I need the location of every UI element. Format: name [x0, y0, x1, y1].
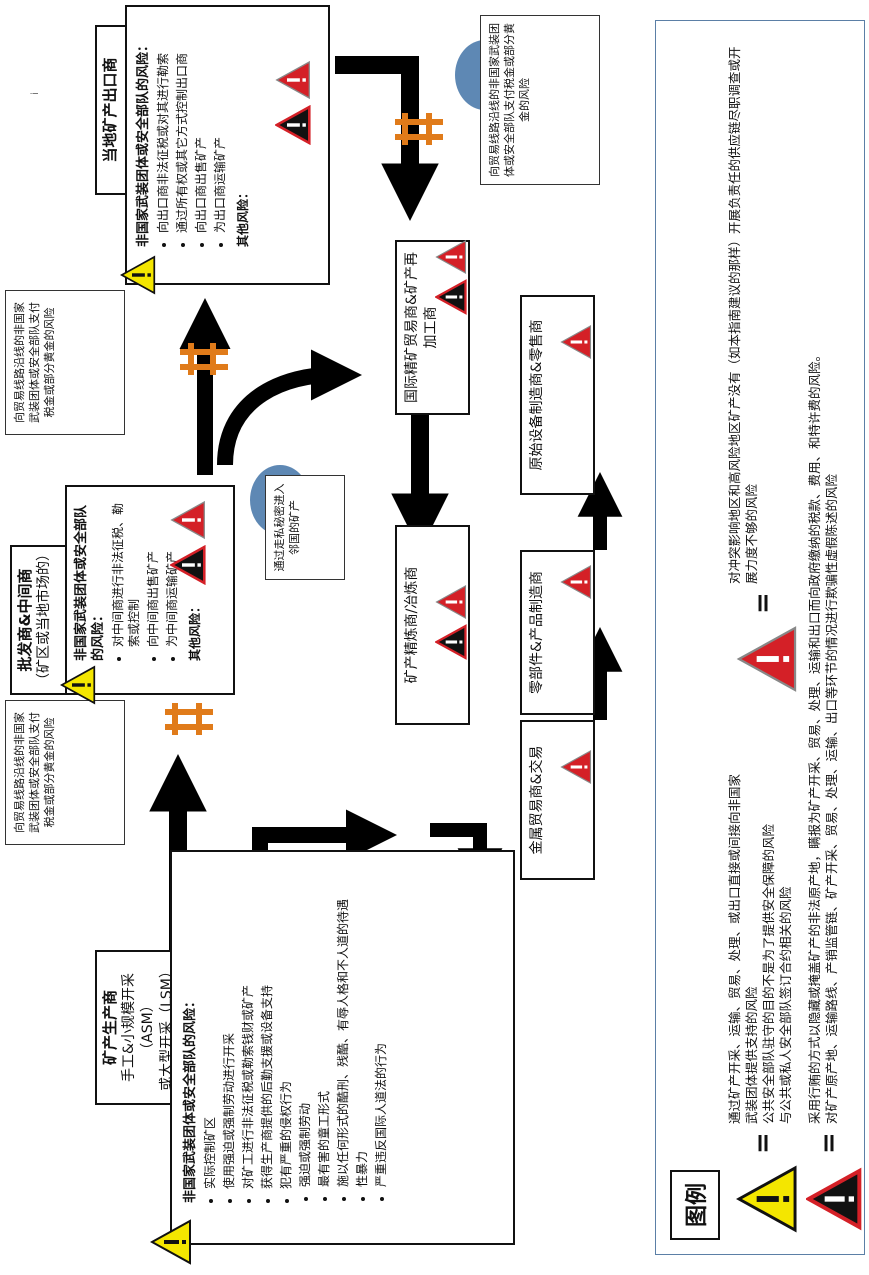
- producers-risk-header: 非国家武装团体或安全部队的风险：: [183, 994, 198, 1203]
- route-risk-callout-3: 向贸易线路沿线的非国家武装团体或安全部队支付税金或部分黄金的风险: [480, 15, 600, 185]
- legend-line: 对冲突影响地区和高风险地区矿产没有（如本指南建议的那样）开展负责任的供应链尽职调…: [727, 46, 759, 584]
- red-warning-icon: [560, 750, 592, 784]
- yellow-warning-icon: [120, 255, 156, 295]
- legend-equals: =: [748, 1132, 778, 1154]
- producers-title: 矿产生产商: [101, 990, 119, 1066]
- red-warning-icon: [736, 626, 797, 692]
- exporters-to-traders-arrow: [335, 56, 439, 221]
- yellow-warning-icon: [150, 1219, 191, 1265]
- abuse-item: 性暴力: [354, 862, 370, 1187]
- black-warning-icon: [435, 624, 467, 660]
- wholesalers-risk-box: 非国家武装团体或安全部队的风险： 对中间商进行非法征税、勒索或控制 向中间商出售…: [65, 485, 235, 695]
- yellow-warning-icon: [60, 665, 96, 705]
- risk-item: 获得生产商提供的后勤支援或设备支持: [259, 862, 275, 1189]
- black-warning-icon: [806, 1167, 862, 1231]
- smelters-label: 矿产精炼商/冶炼商: [404, 566, 420, 684]
- legend-equals: =: [748, 592, 778, 614]
- oem-label: 原始设备制造商&零售商: [529, 319, 545, 471]
- roadblock-icon: [395, 113, 443, 145]
- roadblock-icon: [180, 343, 228, 375]
- black-warning-icon: [435, 279, 467, 315]
- exporters-other-risk: 其他风险：: [236, 186, 250, 247]
- exporters-risk-list: 向出口商非法征税或对其进行勒索 通过所有权或其它方式控制出口商 向出口商出售矿产…: [155, 15, 228, 247]
- legend-yellow-text: 通过矿产开采、运输、贸易、处理、或出口直接或间接向非国家武装团体提供支持的风险 …: [726, 764, 794, 1124]
- abuse-item: 最有害的童工形式: [316, 862, 332, 1187]
- components-label: 零部件&产品制造商: [529, 571, 545, 694]
- risk-item: 对矿工进行非法征税或勒索钱财或矿产: [240, 862, 256, 1189]
- wholesalers-subtitle: （矿区或当地市场的）: [36, 547, 52, 687]
- red-warning-icon: [560, 325, 592, 359]
- black-warning-icon: [170, 545, 206, 585]
- risk-item: 向中间商出售矿产: [145, 493, 161, 647]
- risk-item: 实际控制矿区: [202, 862, 218, 1189]
- legend-line: 对矿产原产地、运输路线、产销监管链、矿产开采、贸易、处理、运输、出口等环节的情况…: [824, 473, 839, 1124]
- page-mark: i: [30, 92, 41, 95]
- abuse-item: 施以任何形式的酷刑、残酷、有辱人格和不人道的待遇: [335, 862, 351, 1187]
- exporters-risk-box: 非国家武装团体或安全部队的风险： 向出口商非法征税或对其进行勒索 通过所有权或其…: [125, 5, 330, 285]
- abuse-item: 严重违反国际人道法的行为: [373, 862, 389, 1187]
- red-warning-icon: [560, 565, 592, 599]
- route-risk-callout-1: 向贸易线路沿线的非国家武装团体或安全部队支付税金或部分黄金的风险: [5, 700, 125, 845]
- legend-line: 与公共或私人安全部队签订合约相关的风险: [778, 886, 793, 1124]
- red-warning-icon: [170, 500, 205, 540]
- risk-item: 为出口商运输矿产: [212, 15, 228, 233]
- risk-item: 犯有严重的侵权行为: [278, 862, 294, 1189]
- intl-traders-label: 国际精矿贸易商&矿产再加工商: [404, 252, 439, 403]
- legend-line: 公共安全部队驻守的目的不是为了提供安全保障的风险: [761, 823, 776, 1124]
- producers-risk-list: 实际控制矿区 使用强迫或强制劳动进行开采 对矿工进行非法征税或勒索钱财或矿产 获…: [202, 862, 294, 1203]
- risk-item: 向出口商出售矿产: [193, 15, 209, 233]
- legend-equals: =: [814, 1132, 844, 1154]
- yellow-warning-icon: [736, 1165, 797, 1233]
- metal-traders-box: 金属贸易商&交易: [520, 720, 595, 880]
- legend-title: 图例: [670, 1170, 720, 1240]
- risk-item: 向出口商非法征税或对其进行勒索: [155, 15, 171, 233]
- risk-item: 对中间商进行非法征税、勒索或控制: [110, 493, 142, 647]
- legend-black-text: 采用行贿的方式以隐藏或掩盖矿产的非法原产地，瞒报为矿产开采、贸易、处理、运输和出…: [806, 34, 840, 1124]
- legend-line: 通过矿产开采、运输、贸易、处理、或出口直接或间接向非国家武装团体提供支持的风险: [727, 773, 759, 1124]
- abuse-item: 强迫或强制劳动: [297, 862, 313, 1187]
- roadblock-icon: [165, 703, 213, 735]
- producers-risk-box: 非国家武装团体或安全部队的风险： 实际控制矿区 使用强迫或强制劳动进行开采 对矿…: [170, 850, 515, 1245]
- metal-traders-label: 金属贸易商&交易: [529, 745, 545, 855]
- exporters-title: 当地矿产出口商: [101, 57, 119, 163]
- wholesalers-title: 批发商&中间商: [16, 568, 34, 672]
- route-risk-callout-2: 向贸易线路沿线的非国家武装团体或安全部队支付税金或部分黄金的风险: [5, 290, 125, 435]
- producers-subtitle-1: 手工&小规模开采（ASM）: [121, 973, 156, 1082]
- exporters-risk-header: 非国家武装团体或安全部队的风险：: [136, 38, 151, 247]
- risk-item: 通过所有权或其它方式控制出口商: [174, 15, 190, 233]
- legend-red-text: 对冲突影响地区和高风险地区矿产没有（如本指南建议的那样）开展负责任的供应链尽职调…: [726, 44, 760, 584]
- red-warning-icon: [435, 585, 467, 619]
- smuggling-arrow: [217, 349, 362, 466]
- black-warning-icon: [275, 105, 311, 145]
- producers-abuse-list: 强迫或强制劳动 最有害的童工形式 施以任何形式的酷刑、残酷、有辱人格和不人道的待…: [297, 862, 389, 1203]
- red-warning-icon: [435, 240, 467, 274]
- risk-item: 使用强迫或强制劳动进行开采: [221, 862, 237, 1189]
- legend-panel: 图例 = 通过矿产开采、运输、贸易、处理、或出口直接或间接向非国家武装团体提供支…: [655, 20, 865, 1255]
- red-warning-icon: [275, 60, 310, 100]
- wholesalers-risk-header: 非国家武装团体或安全部队的风险：: [74, 504, 106, 661]
- smuggling-callout: 通过走私秘密进入邻国的矿产: [265, 475, 345, 580]
- legend-line: 采用行贿的方式以隐藏或掩盖矿产的非法原产地，瞒报为矿产开采、贸易、处理、运输和出…: [807, 348, 822, 1124]
